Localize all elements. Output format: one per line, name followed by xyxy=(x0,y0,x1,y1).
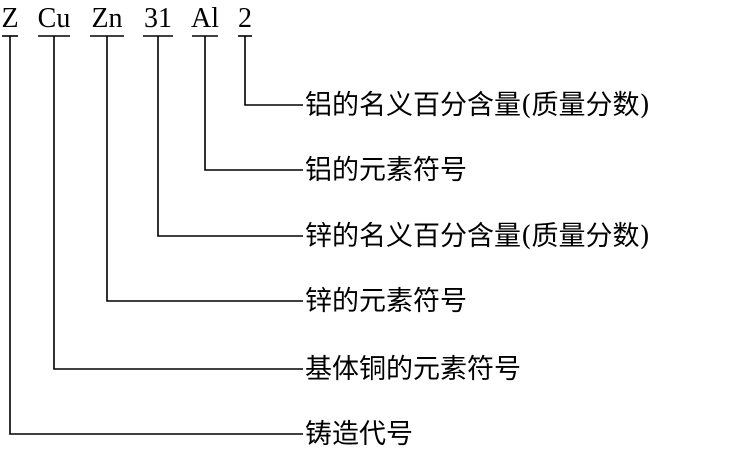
label-casting-code: 铸造代号 xyxy=(305,419,413,450)
leader-line-zn-content xyxy=(157,36,303,237)
label-al-content: 铝的名义百分含量(质量分数) xyxy=(305,90,650,121)
code-part-z: Z xyxy=(1,3,18,34)
leader-line-al-content xyxy=(244,36,303,106)
leader-line-zn-symbol xyxy=(106,36,303,302)
code-part-cu: Cu xyxy=(38,3,71,34)
label-al-symbol: 铝的元素符号 xyxy=(305,155,467,186)
code-part-al: Al xyxy=(191,3,219,34)
label-zn-symbol: 锌的元素符号 xyxy=(305,286,467,317)
code-part-2: 2 xyxy=(238,3,252,34)
label-zn-content: 锌的名义百分含量(质量分数) xyxy=(305,221,650,252)
code-part-zn: Zn xyxy=(91,3,122,34)
leader-line-cu-symbol xyxy=(53,36,303,370)
leader-line-casting-code xyxy=(9,36,303,435)
code-part-31: 31 xyxy=(144,3,172,34)
label-cu-symbol: 基体铜的元素符号 xyxy=(305,354,521,385)
leader-line-al-symbol xyxy=(204,36,303,171)
